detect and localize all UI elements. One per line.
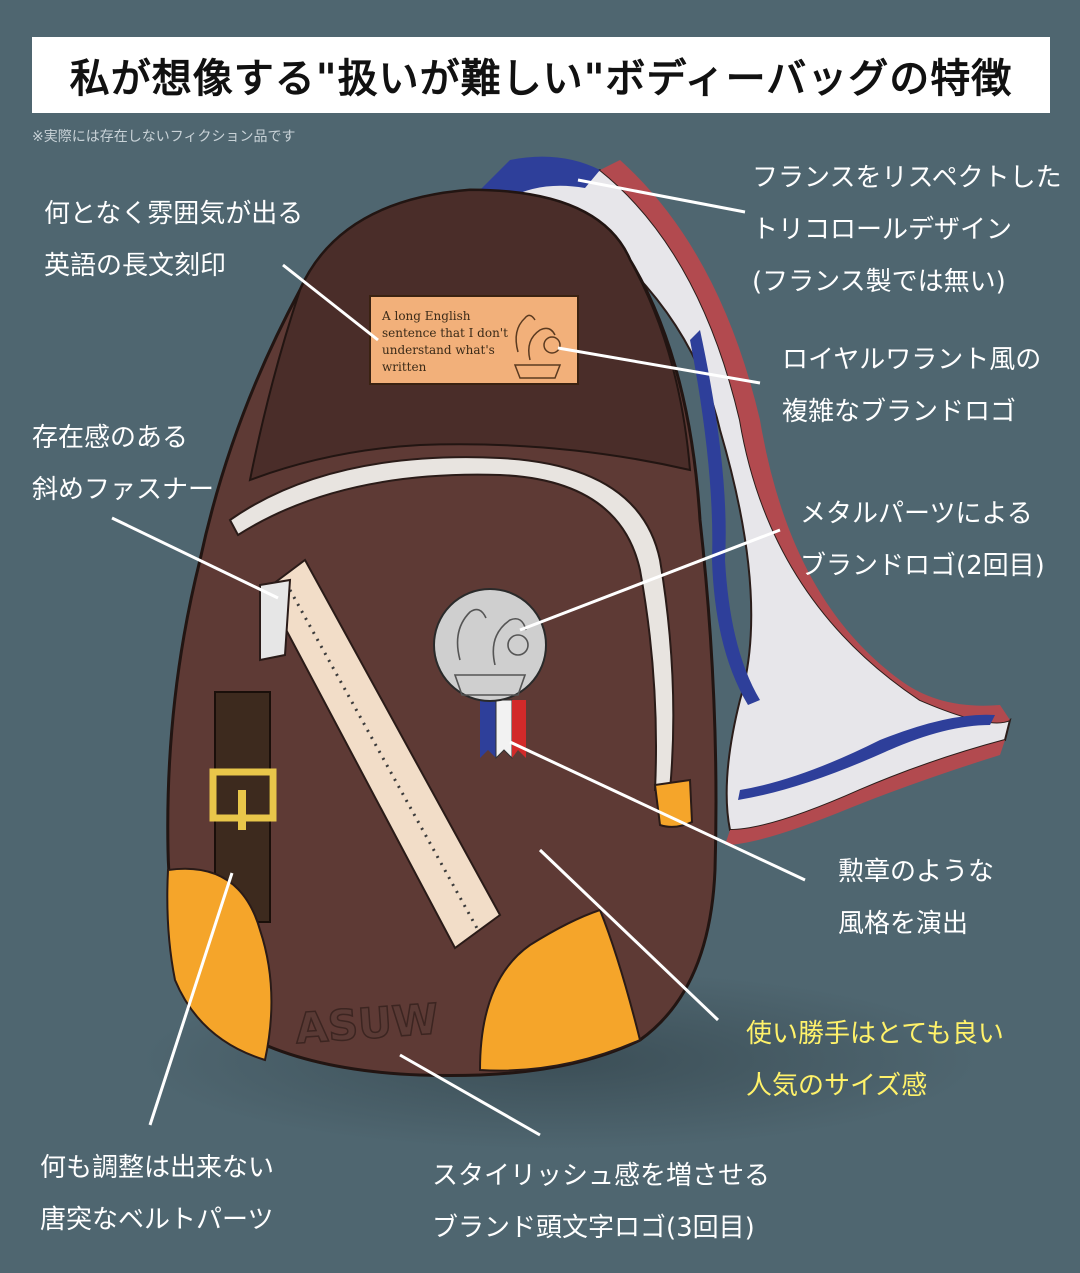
royal-crest-icon [513, 314, 562, 379]
plate-line-2: sentence that I don't [382, 326, 508, 340]
annotation-medal: 勲章のような 風格を演出 [838, 846, 994, 950]
annotation-line: メタルパーツによる [800, 499, 1033, 529]
annotation-line: 英語の長文刻印 [44, 251, 227, 281]
fiction-note: ※実際には存在しないフィクション品です [32, 129, 296, 145]
engraved-plate: A long English sentence that I don't und… [369, 295, 579, 385]
annotation-line: 存在感のある [32, 423, 189, 453]
annotation-tricolore: フランスをリスペクトした トリコロールデザイン (フランス製では無い) [752, 152, 1062, 308]
annotation-line: 何も調整は出来ない [40, 1153, 275, 1183]
annotation-engraving: 何となく雰囲気が出る 英語の長文刻印 [44, 188, 303, 292]
annotation-line: 何となく雰囲気が出る [44, 199, 304, 229]
annotation-line: 人気のサイズ感 [746, 1071, 928, 1101]
page-title: 私が想像する"扱いが難しい"ボディーバッグの特徴 [69, 56, 1013, 102]
annotation-line: ブランド頭文字ロゴ(3回目) [432, 1213, 755, 1243]
metal-medal [433, 588, 547, 760]
annotation-fastener: 存在感のある 斜めファスナー [32, 412, 214, 516]
left-corner-patch [166, 867, 273, 1062]
plate-line-3: understand what's [382, 343, 495, 357]
annotation-line: 風格を演出 [838, 909, 969, 939]
annotation-line: 使い勝手はとても良い [746, 1019, 1004, 1049]
annotation-line: (フランス製では無い) [752, 267, 1006, 297]
leader-lines [111, 178, 806, 1137]
annotation-line: ロイヤルワラント風の [782, 345, 1042, 375]
title-banner: 私が想像する"扱いが難しい"ボディーバッグの特徴 [32, 37, 1050, 113]
right-corner-patch [478, 908, 642, 1072]
annotation-line: フランスをリスペクトした [752, 163, 1062, 193]
initials-logo: ASUW [294, 994, 440, 1053]
annotation-line: トリコロールデザイン [752, 215, 1013, 245]
annotation-line: 複雑なブランドロゴ [782, 397, 1017, 427]
annotation-line: ブランドロゴ(2回目) [800, 551, 1045, 581]
annotation-usability: 使い勝手はとても良い 人気のサイズ感 [746, 1008, 1004, 1112]
annotation-line: スタイリッシュ感を増させる [432, 1161, 771, 1191]
royal-crest-icon [453, 608, 529, 696]
plate-line-4: written [382, 360, 427, 374]
diagonal-zipper [259, 558, 502, 950]
annotation-metal-logo: メタルパーツによる ブランドロゴ(2回目) [800, 488, 1045, 592]
annotation-royal-logo: ロイヤルワラント風の 複雑なブランドロゴ [782, 334, 1041, 438]
annotation-line: 斜めファスナー [32, 475, 215, 505]
annotation-line: 唐突なベルトパーツ [40, 1205, 274, 1235]
annotation-belt: 何も調整は出来ない 唐突なベルトパーツ [40, 1142, 274, 1246]
annotation-initials: スタイリッシュ感を増させる ブランド頭文字ロゴ(3回目) [432, 1150, 770, 1254]
annotation-line: 勲章のような [838, 857, 995, 887]
tricolore-strap [479, 156, 1012, 845]
plate-line-1: A long English [381, 309, 471, 323]
